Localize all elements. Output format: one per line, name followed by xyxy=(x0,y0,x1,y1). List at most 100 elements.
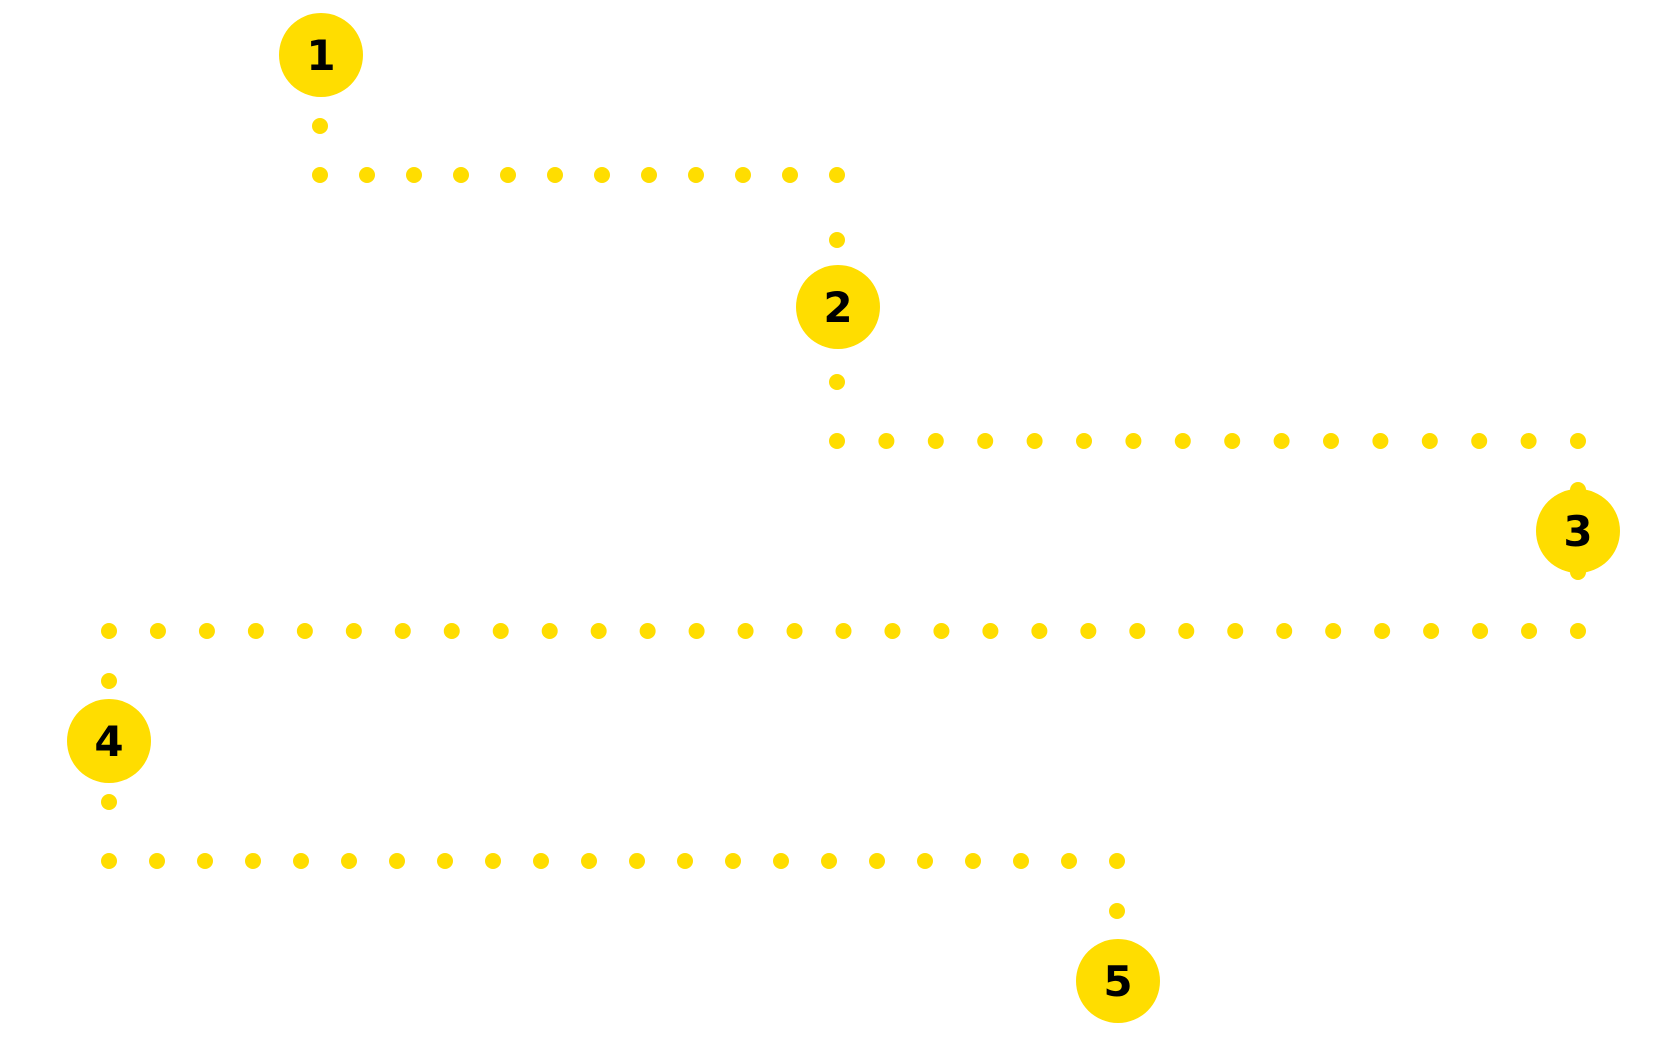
path-dot xyxy=(406,167,422,183)
path-dot xyxy=(547,167,563,183)
path-dot xyxy=(581,853,597,869)
path-dot xyxy=(1521,623,1538,639)
step-marker-3: 3 xyxy=(1536,489,1620,573)
path-dot xyxy=(821,853,837,869)
path-dot xyxy=(1372,433,1389,449)
path-dot xyxy=(443,623,460,639)
path-dot xyxy=(293,853,309,869)
path-dot xyxy=(835,623,852,639)
path-dot xyxy=(1421,433,1438,449)
path-dot xyxy=(1273,433,1290,449)
path-dot xyxy=(641,167,657,183)
step-marker-circle xyxy=(279,13,363,97)
step-marker-circle xyxy=(67,699,151,783)
path-dot xyxy=(884,623,901,639)
path-dot xyxy=(590,623,607,639)
path-dot xyxy=(1520,433,1537,449)
path-dot xyxy=(485,853,501,869)
step-marker-2: 2 xyxy=(796,265,880,349)
path-dot xyxy=(1471,433,1488,449)
path-dot xyxy=(1224,433,1241,449)
path-dot xyxy=(829,232,845,248)
path-dot xyxy=(101,794,117,810)
step-number-label: 5 xyxy=(1103,957,1132,1006)
path-dot xyxy=(149,853,165,869)
path-dot xyxy=(737,623,754,639)
path-dot xyxy=(1174,433,1191,449)
path-dot xyxy=(933,623,950,639)
path-dot xyxy=(1227,623,1244,639)
path-dot xyxy=(594,167,610,183)
step-marker-circle xyxy=(1076,939,1160,1023)
path-dot xyxy=(1109,853,1125,869)
path-dot xyxy=(1325,623,1342,639)
path-dot xyxy=(533,853,549,869)
path-dot xyxy=(735,167,751,183)
step-marker-circle xyxy=(796,265,880,349)
path-dot xyxy=(1061,853,1077,869)
path-dot xyxy=(1570,623,1586,639)
path-dot xyxy=(786,623,803,639)
path-dot xyxy=(1472,623,1489,639)
path-dot xyxy=(982,623,999,639)
path-dot xyxy=(1374,623,1391,639)
step-number-label: 3 xyxy=(1563,507,1592,556)
path-dot xyxy=(389,853,405,869)
path-dot xyxy=(1109,903,1125,919)
step-marker-4: 4 xyxy=(67,699,151,783)
path-dot xyxy=(345,623,362,639)
path-dot xyxy=(101,853,117,869)
path-dot xyxy=(965,853,981,869)
path-dot xyxy=(312,167,328,183)
path-dot xyxy=(101,673,117,689)
path-dot xyxy=(688,167,704,183)
path-dot xyxy=(453,167,469,183)
path-dot xyxy=(341,853,357,869)
path-dot xyxy=(359,167,375,183)
path-dot xyxy=(639,623,656,639)
path-dot xyxy=(1031,623,1048,639)
path-dot xyxy=(773,853,789,869)
path-dot xyxy=(1129,623,1146,639)
path-dot xyxy=(1080,623,1097,639)
path-dot xyxy=(782,167,798,183)
path-dot xyxy=(500,167,516,183)
step-marker-circle xyxy=(1536,489,1620,573)
path-dot xyxy=(149,623,166,639)
path-dot xyxy=(927,433,944,449)
step-markers: 1 2 3 4 5 xyxy=(67,13,1620,1023)
path-dot xyxy=(492,623,509,639)
path-dot xyxy=(1026,433,1043,449)
path-dot xyxy=(541,623,558,639)
path-dot xyxy=(1178,623,1195,639)
path-dot xyxy=(1076,433,1092,449)
path-dot xyxy=(829,433,845,449)
path-dot xyxy=(101,623,117,639)
step-number-label: 1 xyxy=(306,31,335,80)
path-dot xyxy=(878,433,895,449)
path-dot xyxy=(677,853,693,869)
path-dot xyxy=(198,623,215,639)
path-dot xyxy=(688,623,705,639)
path-dot xyxy=(917,853,933,869)
path-dot xyxy=(829,374,845,390)
dotted-path xyxy=(101,118,1586,919)
path-dot xyxy=(1125,433,1142,449)
path-dot xyxy=(1013,853,1029,869)
path-dot xyxy=(437,853,453,869)
step-marker-5: 5 xyxy=(1076,939,1160,1023)
path-dot xyxy=(296,623,313,639)
step-marker-1: 1 xyxy=(279,13,363,97)
path-dot xyxy=(245,853,261,869)
path-dot xyxy=(869,853,885,869)
path-dot xyxy=(1276,623,1293,639)
step-number-label: 2 xyxy=(823,283,852,332)
path-dot xyxy=(197,853,213,869)
path-dot xyxy=(312,118,328,134)
path-dot xyxy=(725,853,741,869)
path-dot xyxy=(977,433,994,449)
path-dot xyxy=(1570,433,1586,449)
path-dot xyxy=(1323,433,1339,449)
path-dot xyxy=(829,167,845,183)
